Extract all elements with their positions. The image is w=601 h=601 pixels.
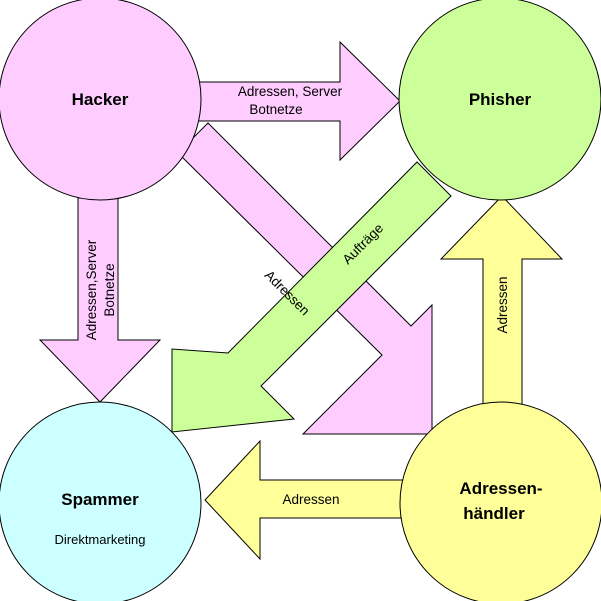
node-spammer <box>0 401 202 601</box>
node-adressenhaendler-title-line1: Adressen- <box>459 479 542 498</box>
node-hacker-title: Hacker <box>72 90 129 109</box>
node-adressenhaendler <box>399 401 601 601</box>
edge-adressenhaendler-spammer-label: Adressen <box>282 492 339 507</box>
arrow-phisher-to-spammer <box>171 161 452 433</box>
edge-hacker-phisher-label-line1: Adressen, Server <box>238 84 343 99</box>
node-spammer-subtitle: Direktmarketing <box>54 532 145 547</box>
edge-adressenhaendler-phisher-label: Adressen <box>495 276 510 333</box>
arrow-hacker-to-phisher <box>194 40 401 162</box>
node-hacker <box>0 0 202 201</box>
edge-hacker-spammer-label-line2: Botnetze <box>102 263 117 316</box>
arrow-adressenhaendler-to-phisher <box>439 195 564 408</box>
arrow-adressenhaendler-to-spammer <box>204 439 410 561</box>
node-spammer-title: Spammer <box>61 490 139 509</box>
edge-hacker-phisher-label-line2: Botnetze <box>249 102 302 117</box>
arrow-hacker-to-spammer <box>38 197 162 403</box>
edge-hacker-spammer-label-line1: Adressen,Server <box>84 239 99 340</box>
node-phisher <box>398 0 601 201</box>
node-phisher-title: Phisher <box>469 90 532 109</box>
node-adressenhaendler-title-line2: händler <box>463 504 525 523</box>
